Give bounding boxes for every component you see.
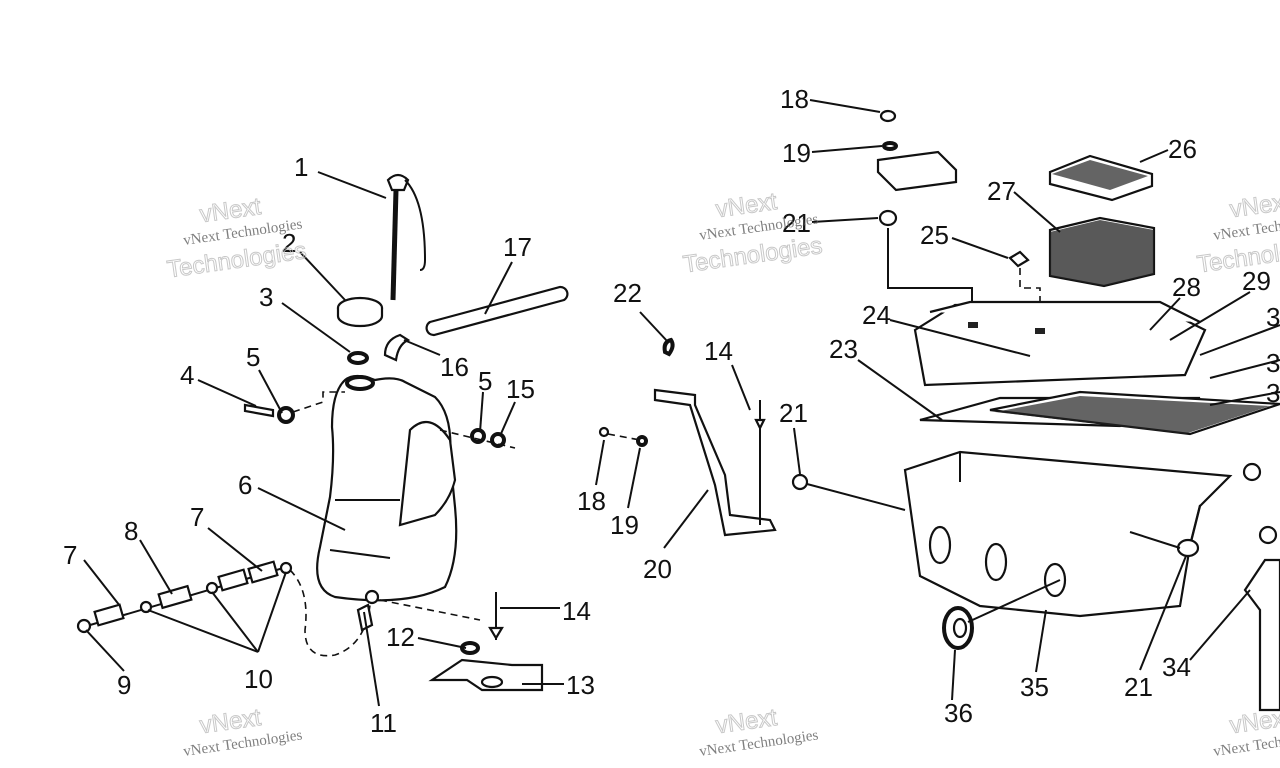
callout-3: 3 (259, 282, 273, 312)
callout-25: 25 (920, 220, 949, 250)
callout-labels: 1 2 3 4 5 6 7 8 7 9 10 11 12 13 14 5 15 … (63, 84, 1280, 738)
callout-34: 34 (1162, 652, 1191, 682)
callout-21-right: 21 (1124, 672, 1153, 702)
callout-3x-a: 3 (1266, 302, 1280, 332)
callout-1: 1 (294, 152, 308, 182)
callout-20: 20 (643, 554, 672, 584)
callout-16: 16 (440, 352, 469, 382)
callout-13: 13 (566, 670, 595, 700)
left-leader-lines (83, 171, 564, 707)
callout-10: 10 (244, 664, 273, 694)
callout-11: 11 (370, 708, 397, 738)
callout-21-middle: 21 (779, 398, 808, 428)
callout-22: 22 (613, 278, 642, 308)
right-leader-lines (809, 99, 1280, 701)
callout-14-left: 14 (562, 596, 591, 626)
callout-26: 26 (1168, 134, 1197, 164)
callout-14-middle: 14 (704, 336, 733, 366)
callout-28: 28 (1172, 272, 1201, 302)
support-bracket (598, 337, 906, 537)
callout-19-top: 19 (782, 138, 811, 168)
svg-text:vNext: vNext (1228, 704, 1280, 739)
callout-2: 2 (282, 228, 296, 258)
callout-29: 29 (1242, 266, 1271, 296)
oil-tank-assembly (76, 173, 569, 692)
callout-8: 8 (124, 516, 138, 546)
callout-18-middle: 18 (577, 486, 606, 516)
callout-5-right: 5 (478, 366, 492, 396)
air-box-assembly (876, 109, 1280, 712)
callout-6: 6 (238, 470, 252, 500)
callout-3x-b: 3 (1266, 348, 1280, 378)
callout-5-left: 5 (246, 342, 260, 372)
callout-9: 9 (117, 670, 131, 700)
callout-23: 23 (829, 334, 858, 364)
callout-36: 36 (944, 698, 973, 728)
callout-24: 24 (862, 300, 891, 330)
callout-7-lower: 7 (63, 540, 77, 570)
svg-text:vNext: vNext (1228, 188, 1280, 223)
callout-17: 17 (503, 232, 532, 262)
callout-4: 4 (180, 360, 194, 390)
middle-leader-lines (595, 311, 801, 549)
callout-12: 12 (386, 622, 415, 652)
callout-3x-c: 3 (1266, 378, 1280, 408)
callout-18-top: 18 (780, 84, 809, 114)
callout-21-top: 21 (782, 208, 811, 238)
callout-19-middle: 19 (610, 510, 639, 540)
callout-15: 15 (506, 374, 535, 404)
callout-27: 27 (987, 176, 1016, 206)
callout-35: 35 (1020, 672, 1049, 702)
callout-7-upper: 7 (190, 502, 204, 532)
